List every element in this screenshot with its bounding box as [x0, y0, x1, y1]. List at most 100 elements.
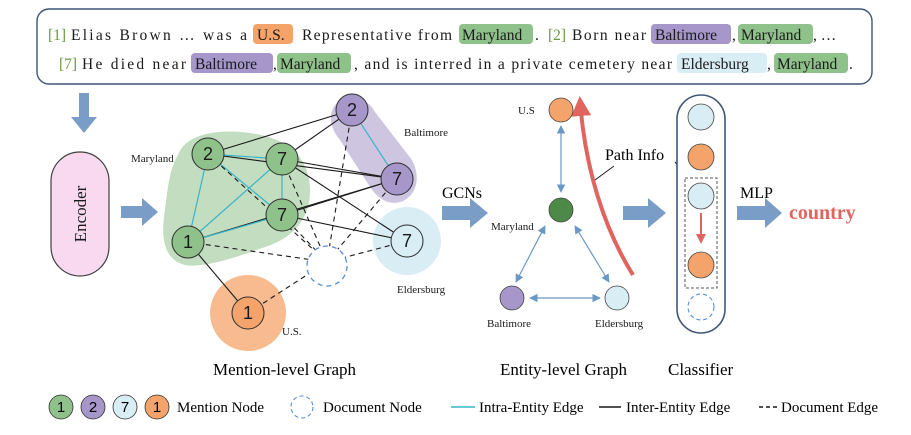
encoder-label: Encoder: [71, 185, 90, 242]
legend: 1 2 7 1 Mention Node Document Node Intra…: [48, 394, 878, 420]
classifier-node-5: [687, 293, 715, 321]
line2-part3: , and is interred in a private cemetery …: [354, 56, 673, 73]
gcn-arrow: [442, 198, 488, 228]
legend-document-node: Document Node: [323, 400, 422, 416]
svg-text:7: 7: [121, 399, 129, 416]
entity-label-maryland: Maryland: [491, 221, 534, 233]
mention-graph-caption: Mention-level Graph: [213, 360, 357, 379]
svg-text:1: 1: [57, 399, 65, 416]
mention-node-eldersburg-7: 7: [390, 224, 424, 258]
highlight-baltimore-2: [191, 53, 273, 73]
entity-baltimore-2: Baltimore: [195, 56, 257, 73]
legend-node-7-blue: 7: [112, 394, 138, 420]
entity-label-baltimore: Baltimore: [487, 318, 531, 330]
down-arrow: [71, 93, 97, 133]
legend-node-1-green: 1: [48, 394, 74, 420]
entity-label-us: U.S: [518, 105, 535, 117]
encoder-block: Encoder: [50, 151, 110, 277]
mention-node-maryland-2: 2: [191, 137, 225, 171]
classifier-node-4: [687, 251, 715, 279]
svg-text:2: 2: [89, 399, 97, 416]
classifier-input-arrow: [623, 198, 666, 228]
classifier: Classifier: [668, 94, 733, 379]
entity-level-graph: U.S Maryland Baltimore Eldersburg Entity…: [487, 96, 644, 379]
entity-node-maryland: [548, 197, 574, 223]
mention-node-us-1: 1: [231, 296, 265, 330]
svg-text:2: 2: [347, 100, 357, 120]
legend-mention-node: Mention Node: [177, 400, 264, 416]
mention-node-maryland-7-mid: 7: [265, 198, 299, 232]
highlight-us: [253, 24, 293, 44]
mention-node-baltimore-2: 2: [335, 93, 369, 127]
path-info-arrow: [571, 96, 635, 277]
label-maryland: Maryland: [131, 153, 174, 165]
classifier-path-box: [684, 177, 718, 289]
mention-node-maryland-7-top: 7: [265, 142, 299, 176]
highlight-maryland-2: [738, 24, 813, 44]
svg-text:7: 7: [277, 205, 287, 225]
line1-part6: , …: [813, 27, 836, 44]
svg-text:2: 2: [203, 144, 213, 164]
svg-text:1: 1: [183, 232, 193, 252]
highlight-baltimore-1: [651, 24, 731, 44]
entity-us: U.S.: [257, 27, 285, 44]
legend-intra-edge: Intra-Entity Edge: [479, 400, 584, 416]
mention-node-baltimore-7: 7: [380, 162, 414, 196]
highlight-maryland-3: [277, 53, 351, 73]
entity-baltimore-1: Baltimore: [655, 27, 717, 44]
line1-part1: Elias Brown … was a: [71, 27, 247, 44]
entity-graph-caption: Entity-level Graph: [500, 360, 627, 379]
svg-text:7: 7: [402, 231, 412, 251]
highlight-maryland-1: [459, 24, 533, 44]
svg-text:7: 7: [277, 149, 287, 169]
path-info-connector: [594, 165, 615, 181]
legend-node-2-purple: 2: [80, 394, 106, 420]
svg-text:7: 7: [392, 169, 402, 189]
svg-text:1: 1: [153, 399, 161, 416]
entity-node-baltimore: [499, 285, 525, 311]
label-us: U.S.: [282, 326, 302, 338]
entity-node-eldersburg: [604, 285, 630, 311]
legend-node-1-orange: 1: [144, 394, 170, 420]
label-baltimore: Baltimore: [404, 127, 448, 139]
entity-maryland-4: Maryland: [777, 56, 838, 73]
mlp-arrow: [737, 198, 782, 228]
mention-level-graph: 2 7 7 1 2 7 7: [131, 93, 448, 379]
path-info-label: Path Info: [605, 147, 664, 164]
highlight-maryland-4: [774, 53, 848, 73]
mlp-label: MLP: [740, 185, 773, 202]
line1-part5: ,: [732, 27, 736, 44]
entity-maryland-1: Maryland: [462, 27, 523, 44]
mention-node-maryland-1: 1: [171, 225, 205, 259]
entity-label-eldersburg: Eldersburg: [595, 318, 644, 330]
ref-7: [7]: [59, 56, 77, 73]
legend-doc-edge: Document Edge: [781, 400, 878, 416]
ref-2: [2]: [548, 27, 566, 44]
classifier-node-3: [687, 182, 715, 210]
output-label: country: [789, 202, 856, 224]
line1-part4: Born near: [572, 27, 647, 44]
line1-part3: .: [535, 27, 539, 44]
line1-part2: Representative from: [302, 27, 452, 44]
classifier-caption: Classifier: [668, 360, 733, 379]
gcn-label: GCNs: [442, 185, 482, 202]
line2-part2: ,: [273, 56, 277, 73]
entity-maryland-3: Maryland: [280, 56, 341, 73]
ref-1: [1]: [48, 27, 66, 44]
entity-maryland-2: Maryland: [741, 27, 802, 44]
encoder-arrow: [121, 198, 158, 226]
svg-text:1: 1: [243, 303, 253, 323]
legend-document-node-icon: [290, 395, 314, 419]
line2-part4: ,: [767, 56, 771, 73]
legend-inter-edge: Inter-Entity Edge: [626, 400, 731, 416]
line2-part5: .: [849, 56, 853, 73]
document-node: [306, 245, 348, 287]
text-box: [1] Elias Brown … was a U.S. Representat…: [36, 8, 873, 85]
entity-node-us: [548, 97, 574, 123]
classifier-node-1: [687, 103, 715, 131]
entity-eldersburg: Eldersburg: [681, 56, 749, 73]
classifier-node-2: [687, 143, 715, 171]
label-eldersburg: Eldersburg: [397, 284, 446, 296]
highlight-eldersburg: [677, 53, 767, 73]
